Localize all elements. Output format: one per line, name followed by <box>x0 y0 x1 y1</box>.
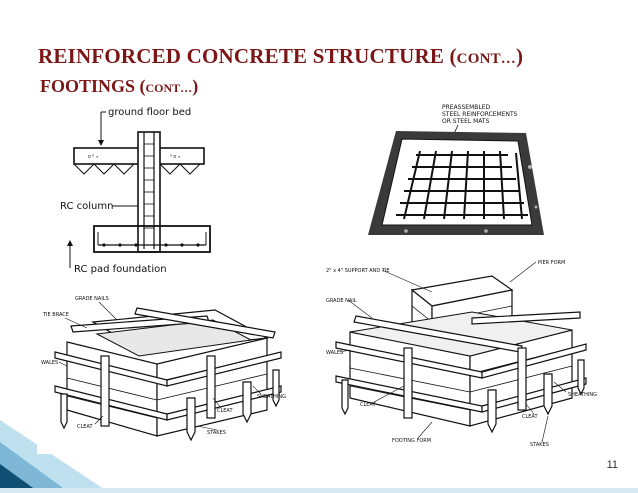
label-cleat-right-1: CLEAT <box>360 402 376 408</box>
steel-mats-figure: PREASSEMBLED STEEL REINFORCEMENTS OR STE… <box>366 97 544 237</box>
title-cont: CONT… <box>456 51 517 67</box>
mats-label-1: PREASSEMBLED <box>442 104 491 111</box>
slide-subtitle: FOOTINGS (CONT…) <box>40 76 199 96</box>
slide-title: REINFORCED CONCRETE STRUCTURE (CONT…) <box>38 44 524 68</box>
formwork-right-figure: PIER FORM 2" x 4" SUPPORT AND TIE GRADE … <box>322 256 604 456</box>
corner-accent <box>0 420 638 493</box>
label-stakes: STAKES <box>207 430 226 436</box>
label-rc-column: RC column <box>60 201 113 212</box>
label-wales-right: WALES <box>326 350 343 356</box>
pad-foundation-figure: ground floor bed o ⁰ ∘ ⁰ o ∘ RC column <box>58 104 228 280</box>
mats-label-2: STEEL REINFORCEMENTS <box>442 111 518 118</box>
label-tie-brace: TIE BRACE <box>42 312 69 318</box>
label-grade-nails: GRADE NAILS <box>75 296 109 302</box>
label-cleat-1: CLEAT <box>217 408 233 414</box>
formwork-left-figure: GRADE NAILS TIE BRACE WALES CLEAT SHEATH… <box>37 286 295 454</box>
label-sheathing-right: SHEATHING <box>568 392 597 398</box>
svg-text:⁰ o ∘: ⁰ o ∘ <box>170 154 181 160</box>
page-number: 11 <box>606 459 618 471</box>
label-footing-form: FOOTING FORM <box>392 438 431 444</box>
label-cleat-right-2: CLEAT <box>522 414 538 420</box>
label-grade-nail: GRADE NAIL <box>326 298 357 304</box>
label-rc-pad-foundation: RC pad foundation <box>74 264 167 275</box>
label-support-tie: 2" x 4" SUPPORT AND TIE <box>326 268 390 274</box>
label-ground-floor-bed: ground floor bed <box>108 107 191 118</box>
subtitle-cont: CONT… <box>145 81 193 95</box>
label-sheathing: SHEATHING <box>257 394 286 400</box>
label-wales: WALES <box>41 360 58 366</box>
mats-label-3: OR STEEL MATS <box>442 118 490 125</box>
label-cleat-2: CLEAT <box>77 424 93 430</box>
label-stakes-right: STAKES <box>530 442 549 448</box>
svg-text:o ⁰ ∘: o ⁰ ∘ <box>88 154 99 160</box>
label-pier-form: PIER FORM <box>538 260 565 266</box>
